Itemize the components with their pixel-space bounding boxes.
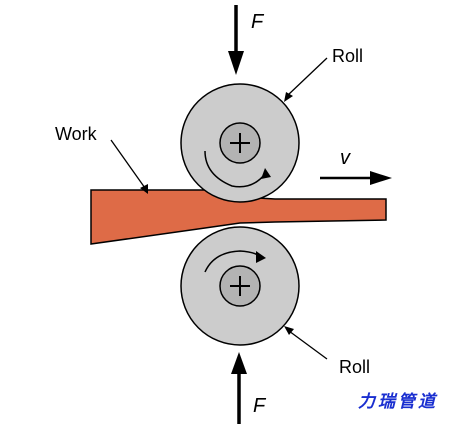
velocity-arrow-icon [320,171,392,185]
plus-icon [230,133,250,153]
roll-top-label: Roll [332,46,363,66]
lower-roll [180,226,300,346]
work-pointer [110,139,148,194]
bottom-force-arrow-icon [231,352,247,424]
plus-icon [230,276,250,296]
roll-bottom-label: Roll [339,357,370,377]
roll-bottom-pointer [284,326,328,360]
curved-arrow-clockwise-icon [204,250,266,273]
upper-roll [180,83,300,203]
watermark-logo: 力瑞管道 [358,392,438,412]
force-bottom-label: F [253,395,267,417]
work-label: Work [55,124,98,144]
top-force-arrow-icon [228,5,244,75]
velocity-label: v [340,147,351,169]
curved-arrow-clockwise-icon [204,150,271,188]
force-top-label: F [251,11,265,33]
roll-top-pointer [284,57,328,102]
